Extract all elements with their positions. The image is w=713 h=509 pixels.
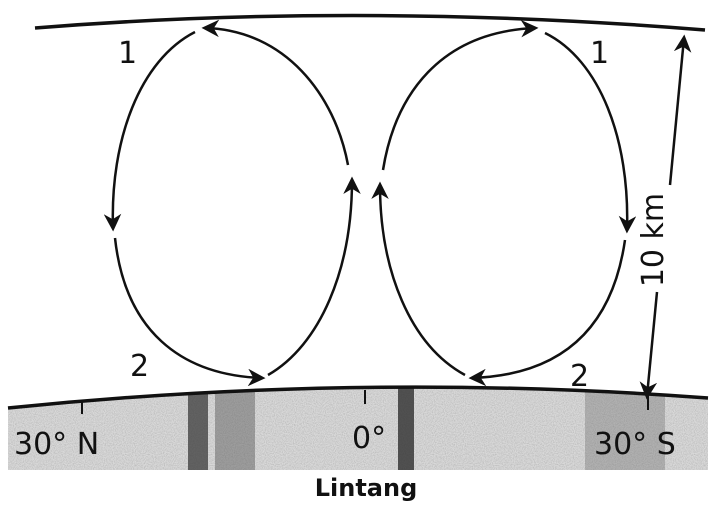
dark-band-north-2 [215, 387, 255, 470]
dark-band-north [188, 387, 208, 470]
label-left-upper: 1 [118, 36, 137, 71]
right-cell-rising-arrow [371, 181, 466, 377]
label-right-lower: 2 [570, 359, 589, 394]
height-scale-label: 10 km [636, 193, 671, 287]
height-scale [639, 34, 692, 400]
latitude-label-equator: 0° [352, 421, 386, 456]
right-cell-upper-arrow [381, 19, 539, 171]
axis-title-lintang: Lintang [315, 474, 418, 502]
left-cell-lower-arrow [113, 237, 266, 387]
label-right-upper: 1 [590, 36, 609, 71]
left-circulation-cell [103, 19, 361, 387]
tropopause-line [34, 13, 706, 32]
height-scale-lower-line [639, 291, 659, 400]
left-cell-upper-arrow [201, 19, 350, 166]
earth-surface-line [7, 385, 709, 410]
latitude-label-30s: 30° S [594, 427, 676, 462]
right-cell-east-arrow [544, 31, 637, 234]
dark-band-equator [398, 387, 414, 470]
left-cell-rising-arrow [267, 176, 361, 377]
right-circulation-cell [371, 19, 637, 387]
latitude-label-30n: 30° N [14, 427, 99, 462]
dark-band-south [585, 387, 665, 470]
height-scale-upper-line [668, 34, 692, 186]
left-cell-west-arrow [103, 30, 196, 232]
ground-band [8, 387, 708, 470]
label-left-lower: 2 [130, 349, 149, 384]
right-cell-lower-arrow [468, 239, 627, 387]
